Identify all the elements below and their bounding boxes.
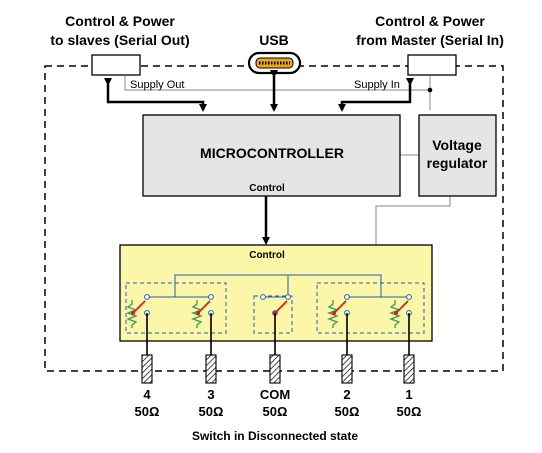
port-impedance: 50Ω <box>199 404 224 419</box>
voltage-regulator-block <box>418 114 497 197</box>
voltage-regulator-label-line2: regulator <box>427 155 488 171</box>
serial-out-title-line1: Control & Power <box>65 13 175 29</box>
rf-switch-block <box>119 244 433 342</box>
microcontroller-label: MICROCONTROLLER <box>200 145 344 161</box>
port-impedance: 50Ω <box>397 404 422 419</box>
switch-contacts <box>131 294 412 316</box>
supply-in-label: Supply In <box>354 79 400 91</box>
switch-internal-circuit <box>125 274 425 334</box>
mcu-control-label: Control <box>249 183 285 194</box>
port-connectors <box>141 313 415 384</box>
supply-junction <box>427 87 433 93</box>
port-labels: 4 50Ω 3 50Ω COM 50Ω 2 50Ω 1 50Ω <box>135 387 422 419</box>
microcontroller-block <box>142 114 401 197</box>
switch-control-label: Control <box>249 250 285 261</box>
serial-in-connector <box>407 54 457 76</box>
serial-out-title-line2: to slaves (Serial Out) <box>50 32 189 48</box>
serial-in-title-line2: from Master (Serial In) <box>356 32 504 48</box>
diagram-caption: Switch in Disconnected state <box>192 429 358 443</box>
serial-out-connector <box>91 54 141 76</box>
voltage-regulator-label-line1: Voltage <box>432 137 482 153</box>
usb-title: USB <box>259 32 289 48</box>
port-impedance: 50Ω <box>335 404 360 419</box>
serial-in-title-line1: Control & Power <box>375 13 485 29</box>
port-name: 3 <box>207 387 214 402</box>
port-name: 4 <box>143 387 151 402</box>
port-impedance: 50Ω <box>135 404 160 419</box>
port-impedance: 50Ω <box>263 404 288 419</box>
supply-out-label: Supply Out <box>130 79 184 91</box>
usb-connector-icon <box>247 51 302 75</box>
port-name: 2 <box>343 387 350 402</box>
port-name: 1 <box>405 387 412 402</box>
port-name: COM <box>260 387 290 402</box>
control-buses <box>104 70 414 245</box>
